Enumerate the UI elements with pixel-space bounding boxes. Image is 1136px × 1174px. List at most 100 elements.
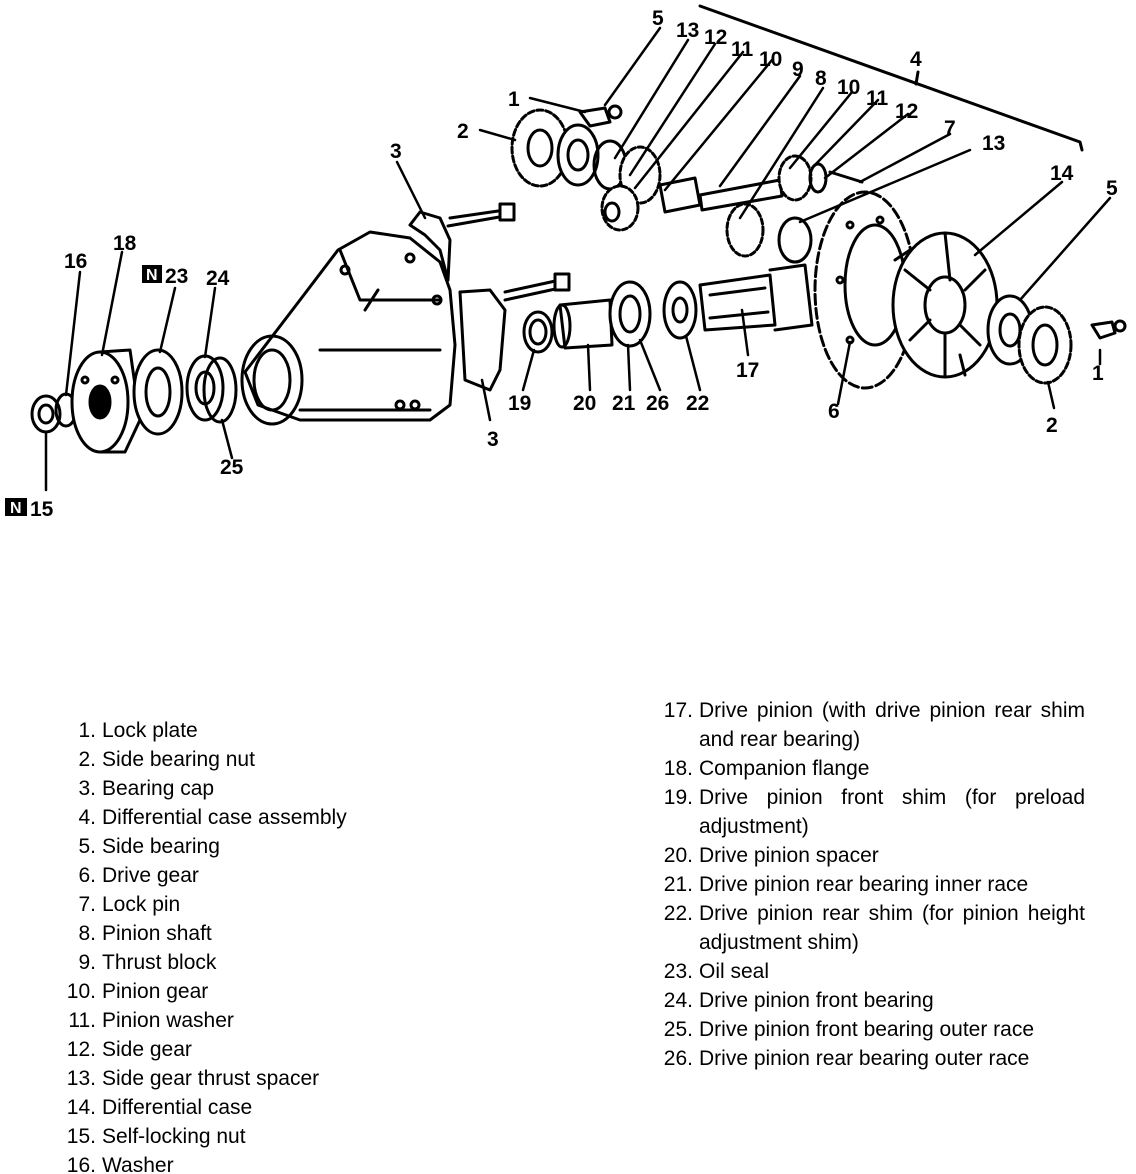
rear-bearing-inner-race — [608, 280, 652, 348]
legend-item-number: 23. — [663, 960, 693, 983]
parts-legend-left: 1. Lock plate 2. Side bearing nut 3.Bearing … — [58, 716, 528, 1174]
callout-1-top: 1 — [508, 88, 520, 111]
parts-legend-right: 17.Drive pinion (with drive pinion rear … — [655, 696, 1085, 1073]
legend-item-text: Drive pinion front bearing — [699, 989, 934, 1012]
legend-item-text: Pinion gear — [102, 980, 209, 1003]
front-shim — [522, 310, 554, 354]
callout-9: 9 — [792, 58, 804, 81]
self-locking-nut — [30, 394, 62, 434]
callout-14: 14 — [1050, 162, 1074, 185]
callout-5-top: 5 — [652, 7, 664, 30]
legend-item: 5.Side bearing — [58, 832, 528, 861]
legend-item: 19. Drive pinion front shim (for preload … — [655, 783, 1085, 841]
legend-item-number: 7. — [78, 893, 96, 916]
legend-item-text: Side bearing — [102, 835, 220, 858]
parts-list-left: 1. Lock plate 2. Side bearing nut 3.Bearing … — [58, 716, 528, 1174]
legend-item: 6. Drive gear — [58, 861, 528, 890]
legend-item-text: Lock plate — [102, 719, 198, 742]
exploded-differential-diagram: N N 1 2 3 5 13 12 11 10 9 8 4 10 11 12 7… — [5, 4, 1127, 521]
callout-25: 25 — [220, 456, 244, 479]
callout-15: 15 — [30, 498, 54, 521]
legend-item: 22. Drive pinion rear shim (for pinion he… — [655, 899, 1085, 957]
legend-item-number: 21. — [663, 873, 693, 896]
legend-item-text: Side gear — [102, 1038, 192, 1061]
legend-item-number: 26. — [663, 1047, 693, 1070]
front-bearing-outer-race — [202, 356, 238, 424]
n-box-15-label: N — [10, 500, 22, 517]
legend-item-text: Side bearing nut — [102, 748, 255, 771]
callout-10-right: 10 — [837, 76, 860, 99]
legend-item: 7. Lock pin — [58, 890, 528, 919]
pinion-spacer — [552, 298, 614, 350]
callout-16: 16 — [64, 250, 87, 273]
legend-item: 3.Bearing cap — [58, 774, 528, 803]
legend-item-number: 18. — [663, 757, 693, 780]
callout-2-top: 2 — [457, 120, 469, 143]
callout-17: 17 — [736, 359, 759, 382]
legend-item-text: Oil seal — [699, 960, 770, 983]
legend-item-text: Drive pinion front bearing outer race — [699, 1018, 1035, 1041]
legend-item-text: Drive pinion spacer — [699, 844, 879, 867]
legend-item-number: 17. — [663, 699, 693, 722]
legend-item: 12.Side gear — [58, 1035, 528, 1064]
side-bearing-top — [556, 123, 600, 187]
legend-item-text: Drive pinion rear bearing outer race — [699, 1047, 1030, 1070]
callout-1-right: 1 — [1092, 362, 1104, 385]
legend-item-number: 16. — [66, 1154, 96, 1174]
legend-item-text: Side gear thrust spacer — [102, 1067, 320, 1090]
legend-item-text: Drive pinion rear shim (for pinion heigh… — [699, 902, 1085, 954]
callout-13-top: 13 — [676, 19, 699, 42]
legend-item-number: 6. — [78, 864, 96, 887]
legend-item-text: Thrust block — [102, 951, 217, 974]
legend-item: 21. Drive pinion rear bearing inner race — [655, 870, 1085, 899]
companion-flange — [70, 348, 142, 454]
legend-item: 18. Companion flange — [655, 754, 1085, 783]
legend-item-text: Companion flange — [699, 757, 870, 780]
legend-item-number: 22. — [663, 902, 693, 925]
legend-item-text: Pinion washer — [102, 1009, 234, 1032]
callout-18: 18 — [113, 232, 137, 255]
legend-item: 14.Differential case — [58, 1093, 528, 1122]
callout-12-top: 12 — [704, 26, 727, 49]
callout-13-right: 13 — [982, 132, 1005, 155]
parts-list-right: 17.Drive pinion (with drive pinion rear … — [655, 696, 1085, 1073]
side-bearing-nut-right — [1017, 305, 1073, 385]
side-bearing-nut-top — [510, 108, 570, 188]
leader-lines — [44, 26, 1112, 492]
callout-22: 22 — [686, 392, 709, 415]
n-box-23 — [142, 265, 162, 283]
callout-24: 24 — [206, 267, 230, 290]
assembly-bracket — [698, 4, 1084, 152]
legend-item-number: 2. — [78, 748, 96, 771]
legend-item-text: Drive pinion rear bearing inner race — [699, 873, 1029, 896]
callout-21: 21 — [612, 392, 636, 415]
legend-item-text: Drive pinion front shim (for preload adj… — [699, 786, 1085, 838]
legend-item-number: 1. — [78, 719, 96, 742]
bearing-cap-lower — [458, 272, 571, 392]
legend-item-text: Lock pin — [102, 893, 181, 916]
legend-item-text: Differential case — [102, 1096, 253, 1119]
legend-item: 11.Pinion washer — [58, 1006, 528, 1035]
legend-item-text: Differential case assembly — [102, 806, 347, 829]
callout-6: 6 — [828, 400, 840, 423]
legend-item: 17.Drive pinion (with drive pinion rear … — [655, 696, 1085, 754]
n-box-15 — [5, 498, 27, 516]
rear-shim — [662, 280, 698, 340]
legend-item-text: Self-locking nut — [102, 1125, 246, 1148]
callout-11-top: 11 — [731, 38, 754, 61]
differential-case — [891, 231, 999, 379]
legend-item: 26. Drive pinion rear bearing outer race — [655, 1044, 1085, 1073]
callout-4: 4 — [910, 48, 922, 71]
differential-carrier-housing — [240, 230, 457, 426]
oil-seal — [132, 348, 184, 436]
callout-10-top: 10 — [759, 48, 782, 71]
callout-3-top: 3 — [390, 140, 402, 163]
callout-19: 19 — [508, 392, 531, 415]
legend-item: 24.Drive pinion front bearing — [655, 986, 1085, 1015]
side-gear-right — [725, 202, 765, 258]
callout-7: 7 — [944, 117, 956, 140]
legend-item-text: Drive gear — [102, 864, 199, 887]
legend-item-number: 19. — [663, 786, 693, 809]
legend-item-text: Washer — [102, 1154, 174, 1174]
